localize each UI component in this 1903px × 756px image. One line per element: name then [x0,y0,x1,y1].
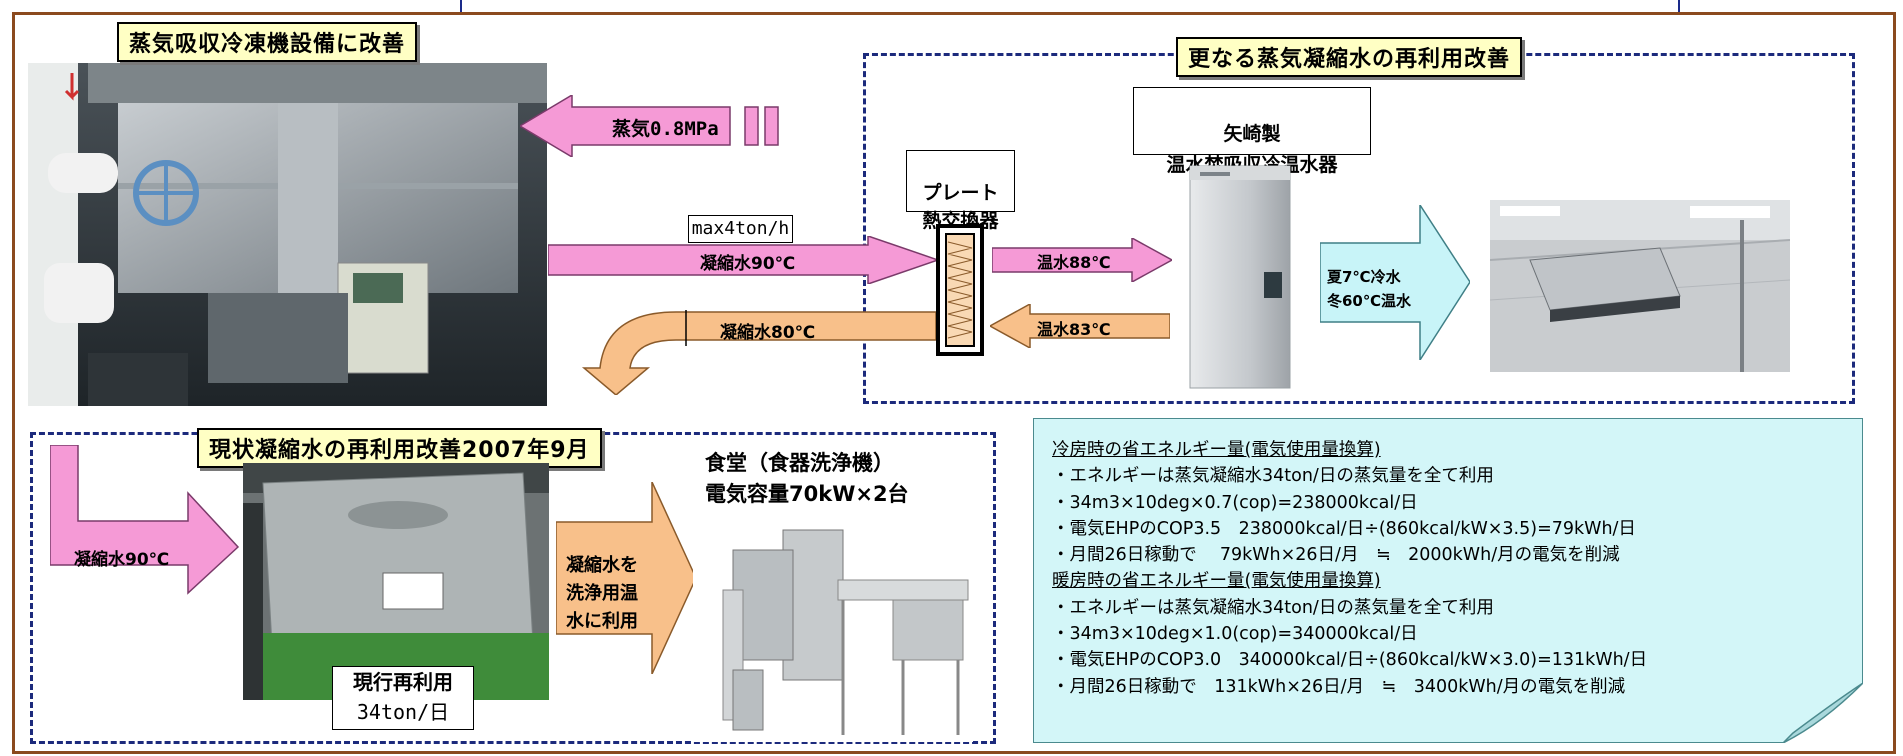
tank-photo [243,463,549,700]
current-reuse-text: 現行再利用 [353,670,453,694]
savings-info-panel: 冷房時の省エネルギー量(電気使用量換算) ・エネルギーは蒸気凝縮水34ton/日… [1033,418,1863,743]
current-reuse-amount: 34ton/日 [356,700,450,724]
washing-arrow [556,482,696,674]
further-reuse-title: 更なる蒸気凝縮水の再利用改善 [1176,37,1523,77]
cooling-line-4: ・月間26日稼動で 79kWh×26日/月 ≒ 2000kWh/月の電気を削減 [1052,545,1620,566]
heating-line-3: ・電気EHPのCOP3.0 340000kcal/日÷(860kcal/kW×3… [1052,650,1648,671]
chiller-heater-unit [1189,165,1291,389]
hot-83-arrow [990,304,1170,348]
season-output-label: 夏7℃冷水 冬60℃温水 [1327,268,1412,310]
output-arrow [1320,205,1470,360]
hot-88-label: 温水88℃ [1037,253,1111,272]
condensate-bent-arrow [50,445,240,595]
steam-absorption-title: 蒸気吸収冷凍機設備に改善 [117,22,418,62]
cooling-line-3: ・電気EHPのCOP3.5 238000kcal/日÷(860kcal/kW×3… [1052,518,1636,539]
hot-88-arrow [992,238,1172,282]
current-reuse-box-label: 現行再利用 34ton/日 [332,666,474,730]
yazaki-label: 矢崎製 温水焚吸収冷温水器 [1133,87,1371,176]
ceiling-unit-photo [1490,200,1790,372]
heat-exchanger-icon [936,224,984,356]
condensate-90-left-label: 凝縮水90℃ [74,550,170,570]
cooling-title: 冷房時の省エネルギー量(電気使用量換算) [1052,440,1381,460]
condensate-80-label: 凝縮水80℃ [720,323,816,343]
cooling-line-1: ・エネルギーは蒸気凝縮水34ton/日の蒸気量を全て利用 [1052,466,1494,487]
washing-label: 凝縮水を 洗浄用温 水に利用 [566,555,638,632]
steam-arrow [520,95,779,157]
flow-rate-box: max4ton/h [688,215,793,243]
chiller-photo [28,63,547,406]
steam-label: 蒸気0.8MPa [612,118,719,140]
plate-hx-label: プレート 熱交換器 [906,150,1015,232]
heating-line-1: ・エネルギーは蒸気凝縮水34ton/日の蒸気量を全て利用 [1052,597,1494,618]
heating-title: 暖房時の省エネルギー量(電気使用量換算) [1052,571,1381,592]
heating-line-4: ・月間26日稼動で 131kWh×26日/月 ≒ 3400kWh/月の電気を削減 [1052,676,1626,697]
hot-83-label: 温水83℃ [1037,320,1111,339]
cafeteria-label: 食堂（食器洗浄機） 電気容量70kW×2台 [705,451,909,506]
cooling-line-2: ・34m3×10deg×0.7(cop)=238000kcal/日 [1052,492,1418,513]
dishwasher-photo [693,520,973,742]
page-curl-icon [1783,683,1863,743]
heating-line-2: ・34m3×10deg×1.0(cop)=340000kcal/日 [1052,624,1418,645]
current-reuse-title: 現状凝縮水の再利用改善2007年9月 [197,428,602,468]
condensate-90-label: 凝縮水90℃ [700,254,796,274]
condensate-out-arrow [581,310,936,395]
condensate-in-arrow [548,236,938,284]
